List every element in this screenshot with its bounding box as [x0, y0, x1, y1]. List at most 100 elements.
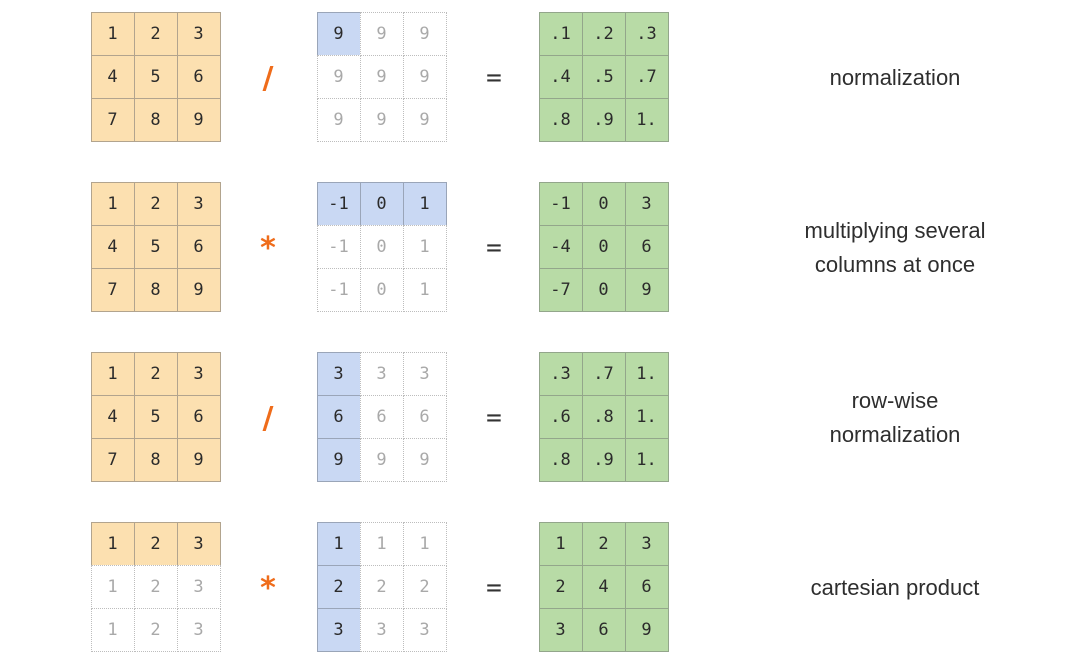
- equals-sign: =: [486, 63, 502, 93]
- matrix-cell: 0: [581, 267, 626, 312]
- matrix-cell: 3: [316, 607, 361, 652]
- operator-symbol: *: [260, 570, 276, 606]
- matrix-cell: 1: [402, 521, 447, 566]
- example-label: cartesian product: [810, 575, 980, 600]
- matrix-cell: 9: [402, 97, 447, 142]
- matrix-cell: 1.: [624, 97, 669, 142]
- matrix-cell: 6: [316, 394, 361, 439]
- matrix-cell: .3: [624, 11, 669, 56]
- matrix-cell: 2: [133, 11, 178, 56]
- matrix-cell: 3: [176, 181, 221, 226]
- matrix-cell: 3: [176, 521, 221, 566]
- matrix-cell: 9: [176, 267, 221, 312]
- matrix-cell: 9: [624, 267, 669, 312]
- matrix-cell: 1: [316, 521, 361, 566]
- matrix-cell: .9: [581, 97, 626, 142]
- matrix-cell: 2: [402, 564, 447, 609]
- matrix-cell: .9: [581, 437, 626, 482]
- matrix-cell: 3: [176, 11, 221, 56]
- matrix-cell: 2: [133, 521, 178, 566]
- matrix-cell: 4: [90, 394, 135, 439]
- matrix-cell: 9: [402, 54, 447, 99]
- matrix-cell: .2: [581, 11, 626, 56]
- matrix-cell: 2: [133, 607, 178, 652]
- matrix-cell: 5: [133, 394, 178, 439]
- matrix-cell: 1: [402, 224, 447, 269]
- matrix-cell: 1: [90, 607, 135, 652]
- matrix-cell: 0: [359, 267, 404, 312]
- matrix-cell: 2: [316, 564, 361, 609]
- operator-symbol: /: [262, 400, 274, 436]
- matrix-cell: 3: [176, 351, 221, 396]
- matrix-cell: 9: [316, 437, 361, 482]
- matrix-cell: 7: [90, 437, 135, 482]
- matrix-cell: 1: [90, 11, 135, 56]
- matrix-cell: 9: [359, 11, 404, 56]
- operator-symbol: *: [260, 230, 276, 266]
- matrix-cell: 0: [359, 181, 404, 226]
- equals-sign: =: [486, 573, 502, 603]
- matrix-cell: -1: [316, 181, 361, 226]
- matrix-cell: .7: [581, 351, 626, 396]
- matrix-cell: 7: [90, 267, 135, 312]
- equals-sign: =: [486, 233, 502, 263]
- matrix-cell: .8: [581, 394, 626, 439]
- matrix-cell: 1.: [624, 351, 669, 396]
- matrix-cell: 3: [176, 607, 221, 652]
- matrix-cell: 6: [176, 224, 221, 269]
- matrix-cell: -1: [316, 224, 361, 269]
- matrix-cell: -1: [316, 267, 361, 312]
- matrix-cell: 9: [359, 54, 404, 99]
- equals-sign: =: [486, 403, 502, 433]
- matrix-cell: 2: [538, 564, 583, 609]
- matrix-cell: 2: [133, 351, 178, 396]
- matrix-cell: 9: [316, 11, 361, 56]
- matrix-cell: 9: [402, 437, 447, 482]
- matrix-cell: 3: [359, 607, 404, 652]
- matrix-cell: 3: [316, 351, 361, 396]
- matrix-cell: 6: [624, 564, 669, 609]
- matrix-cell: 3: [176, 564, 221, 609]
- matrix-cell: .7: [624, 54, 669, 99]
- matrix-cell: 1: [90, 181, 135, 226]
- matrix-cell: 1: [90, 351, 135, 396]
- matrix-cell: 2: [133, 564, 178, 609]
- matrix-cell: -7: [538, 267, 583, 312]
- operator-symbol: /: [262, 60, 274, 96]
- matrix-cell: 9: [624, 607, 669, 652]
- matrix-cell: 2: [133, 181, 178, 226]
- matrix-cell: 1: [402, 267, 447, 312]
- matrix-cell: 1.: [624, 437, 669, 482]
- matrix-cell: .4: [538, 54, 583, 99]
- matrix-cell: 8: [133, 437, 178, 482]
- matrix-cell: .3: [538, 351, 583, 396]
- matrix-cell: 3: [624, 521, 669, 566]
- matrix-cell: 8: [133, 97, 178, 142]
- matrix-cell: 6: [176, 54, 221, 99]
- example-label: row-wise normalization: [829, 388, 961, 447]
- matrix-cell: 2: [581, 521, 626, 566]
- matrix-cell: .8: [538, 437, 583, 482]
- matrix-cell: 0: [359, 224, 404, 269]
- matrix-cell: 9: [402, 11, 447, 56]
- matrix-cell: .1: [538, 11, 583, 56]
- matrix-cell: 1: [538, 521, 583, 566]
- matrix-cell: 6: [176, 394, 221, 439]
- matrix-cell: -4: [538, 224, 583, 269]
- matrix-cell: 3: [624, 181, 669, 226]
- matrix-cell: 3: [359, 351, 404, 396]
- matrix-cell: 4: [90, 224, 135, 269]
- example-label: multiplying several columns at once: [804, 218, 986, 277]
- matrix-cell: .8: [538, 97, 583, 142]
- matrix-cell: 1: [90, 521, 135, 566]
- matrix-cell: 4: [581, 564, 626, 609]
